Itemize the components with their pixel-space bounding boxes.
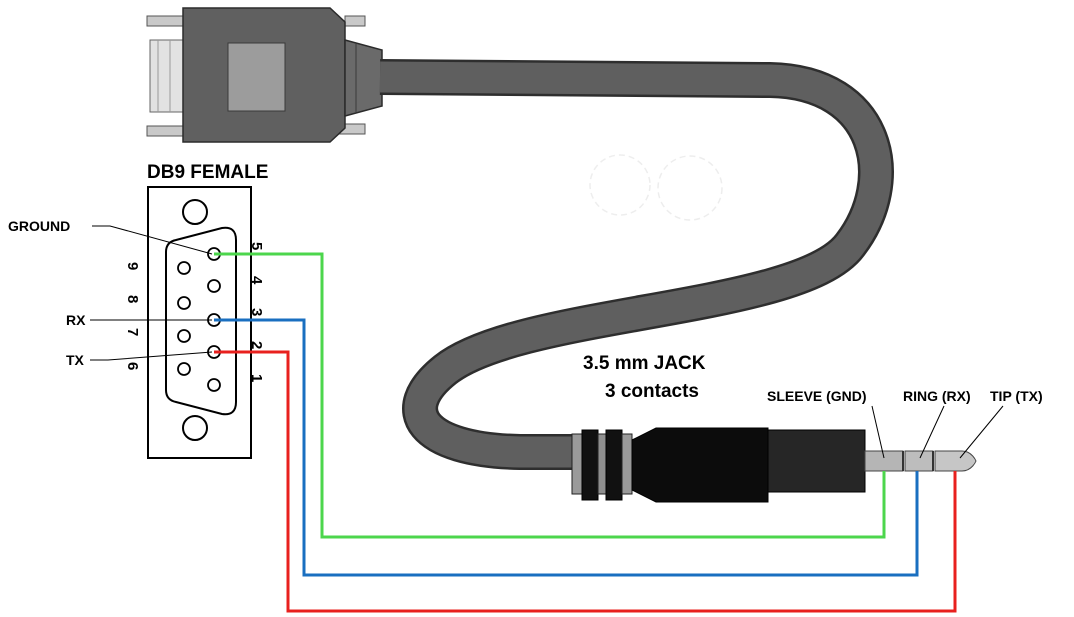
tx-label: TX xyxy=(66,352,85,368)
tx-wire xyxy=(214,350,957,613)
pin-number-4: 4 xyxy=(248,276,265,285)
ring-label: RING (RX) xyxy=(903,388,971,404)
jack-plug-illustration xyxy=(571,427,977,503)
pin-number-1: 1 xyxy=(248,374,265,382)
ground-label: GROUND xyxy=(8,218,70,234)
background-artifact xyxy=(589,154,723,221)
tip-label: TIP (TX) xyxy=(990,388,1043,404)
pin-9 xyxy=(177,261,191,275)
ground-wire xyxy=(214,252,886,539)
pin-number-6: 6 xyxy=(124,362,141,370)
pin-number-8: 8 xyxy=(124,295,141,303)
pin-4 xyxy=(207,279,221,293)
pin-7 xyxy=(177,329,191,343)
wires xyxy=(214,252,957,613)
db9-female-face xyxy=(147,186,252,459)
jack-title-line1: 3.5 mm JACK xyxy=(583,353,706,374)
pin-number-3: 3 xyxy=(248,308,265,316)
pin-number-9: 9 xyxy=(124,262,141,270)
db9-plug-illustration xyxy=(146,7,383,143)
pin-number-2: 2 xyxy=(248,341,265,349)
jack-title-line2: 3 contacts xyxy=(605,381,699,402)
pin-number-5: 5 xyxy=(248,242,265,250)
leader-lines xyxy=(90,225,1004,459)
rx-wire xyxy=(214,318,919,577)
rx-label: RX xyxy=(66,312,86,328)
pin-numbers: 5 4 3 2 1 9 8 7 6 xyxy=(124,242,265,382)
sleeve-label: SLEEVE (GND) xyxy=(767,388,867,404)
pin-number-7: 7 xyxy=(124,328,141,336)
pin-8 xyxy=(177,296,191,310)
pin-6 xyxy=(177,362,191,376)
connector-title: DB9 FEMALE xyxy=(147,162,268,183)
pin-1 xyxy=(207,378,221,392)
